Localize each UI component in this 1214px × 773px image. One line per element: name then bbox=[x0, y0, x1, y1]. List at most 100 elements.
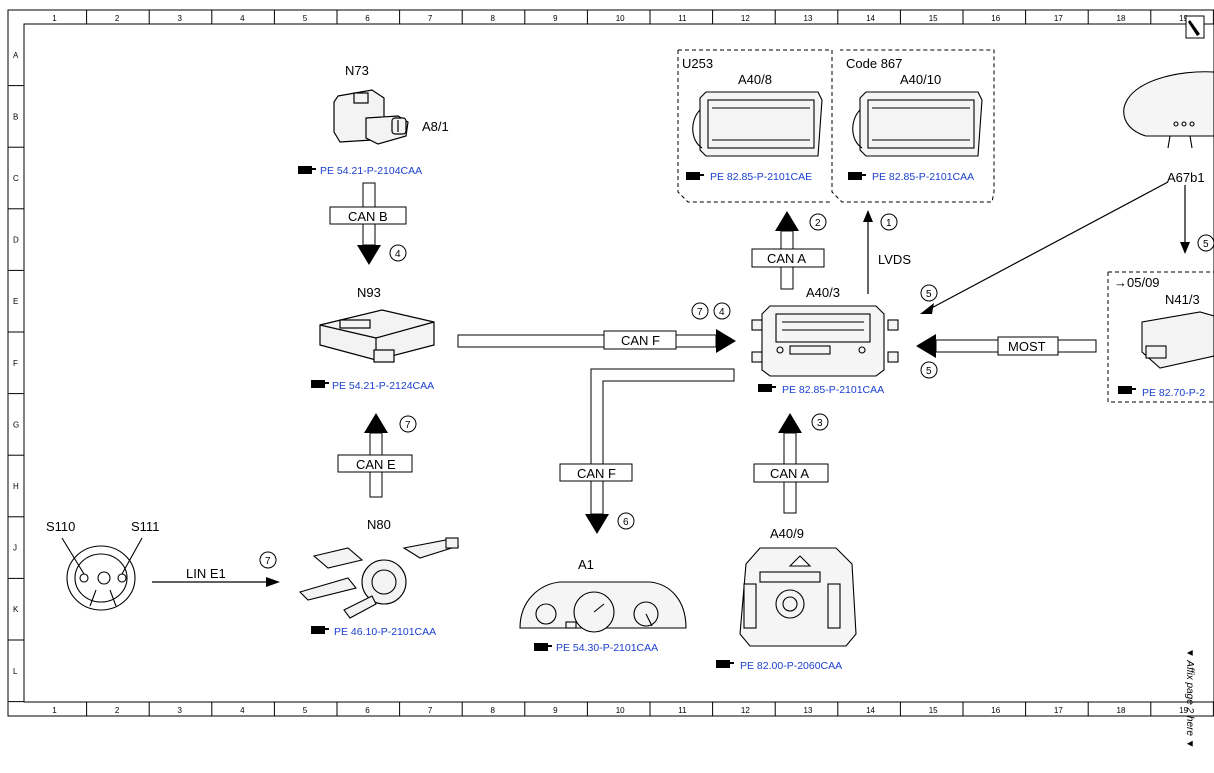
svg-text:PE 82.85-P-2101CAE: PE 82.85-P-2101CAE bbox=[710, 171, 812, 183]
grid-row-label: C bbox=[13, 174, 19, 183]
can-b-label: CAN B bbox=[348, 209, 388, 224]
n93-label: N93 bbox=[357, 285, 381, 300]
grid-column-label: 2 bbox=[115, 14, 120, 23]
grid-row-label: F bbox=[13, 359, 18, 368]
lin-label: LIN E1 bbox=[186, 566, 226, 581]
svg-text:PE 46.10-P-2101CAA: PE 46.10-P-2101CAA bbox=[334, 626, 436, 638]
lvds-label: LVDS bbox=[878, 252, 911, 267]
a4010-ref-link[interactable]: PE 82.85-P-2101CAA bbox=[848, 171, 974, 183]
grid-frame bbox=[7, 9, 1214, 717]
can-a-top-link: CAN A 2 bbox=[751, 211, 827, 290]
svg-text:6: 6 bbox=[623, 517, 629, 528]
n93-module[interactable]: N93 PE 54.21-P-2124CAA bbox=[311, 285, 435, 392]
grid-column-label: 15 bbox=[929, 14, 938, 23]
steering-wheel-buttons[interactable]: S110 S111 bbox=[46, 519, 159, 611]
pencil-icon bbox=[1185, 15, 1205, 39]
a408-display[interactable]: A40/8 PE 82.85-P-2101CAE bbox=[686, 72, 823, 183]
grid-column-label: 8 bbox=[491, 14, 496, 23]
svg-text:3: 3 bbox=[817, 418, 823, 429]
a409-ref-link[interactable]: PE 82.00-P-2060CAA bbox=[716, 660, 842, 672]
grid-row-label: H bbox=[13, 482, 19, 491]
svg-text:4: 4 bbox=[719, 307, 725, 318]
grid-column-label: 5 bbox=[303, 14, 308, 23]
grid-column-label: 7 bbox=[428, 706, 433, 715]
a403-head-unit[interactable]: A40/3 PE 82.85-P-2101CAA bbox=[751, 285, 899, 396]
can-e-label: CAN E bbox=[356, 457, 396, 472]
n80-drawing bbox=[298, 537, 460, 619]
svg-text:5: 5 bbox=[926, 289, 932, 300]
a67b1-link: 5 5 bbox=[920, 181, 1214, 314]
pointing-hand-icon bbox=[848, 172, 866, 180]
a403-drawing bbox=[751, 305, 899, 377]
pointing-hand-icon bbox=[686, 172, 704, 180]
grid-column-label: 9 bbox=[553, 14, 558, 23]
n73-label: N73 bbox=[345, 63, 369, 78]
n413-drawing bbox=[1141, 311, 1214, 369]
n80-ref-link[interactable]: PE 46.10-P-2101CAA bbox=[311, 626, 436, 638]
grid-column-label: 4 bbox=[240, 14, 245, 23]
svg-text:PE 82.85-P-2101CAA: PE 82.85-P-2101CAA bbox=[782, 384, 884, 396]
n413-ref-link[interactable]: PE 82.70-P-2 bbox=[1118, 386, 1205, 399]
grid-column-label: 1 bbox=[52, 14, 57, 23]
grid-row-label: D bbox=[13, 236, 19, 245]
n73-ignition-switch[interactable]: N73 A8/1 PE 54.21-P-2104CAA bbox=[298, 63, 449, 177]
can-f-top-link: CAN F 7 4 bbox=[457, 302, 736, 353]
grid-column-label: 16 bbox=[991, 706, 1000, 715]
can-f-down-link: CAN F 6 bbox=[559, 368, 735, 534]
grid-column-label: 15 bbox=[929, 706, 938, 715]
grid-row-label: K bbox=[13, 605, 19, 614]
grid-row-label: L bbox=[13, 667, 18, 676]
grid-column-label: 5 bbox=[303, 706, 308, 715]
svg-text:PE 82.85-P-2101CAA: PE 82.85-P-2101CAA bbox=[872, 171, 974, 183]
grid-column-label: 3 bbox=[178, 706, 183, 715]
a1-instrument-cluster[interactable]: A1 PE 54.30-P-2101CAA bbox=[519, 557, 687, 654]
grid-column-label: 10 bbox=[616, 706, 625, 715]
grid-row-label: A bbox=[13, 51, 19, 60]
n413-group-label: →05/09 bbox=[1114, 275, 1160, 290]
grid-column-label: 13 bbox=[804, 706, 813, 715]
grid-row-label: J bbox=[13, 544, 17, 553]
affix-page-note: ▼ Affix page 2 here ▼ bbox=[1184, 648, 1195, 749]
a4010-display[interactable]: A40/10 PE 82.85-P-2101CAA bbox=[848, 72, 983, 183]
most-label: MOST bbox=[1008, 339, 1046, 354]
a409-label: A40/9 bbox=[770, 526, 804, 541]
n93-ref-link[interactable]: PE 54.21-P-2124CAA bbox=[311, 380, 434, 392]
can-a-top-label: CAN A bbox=[767, 251, 806, 266]
grid-row-label: B bbox=[13, 112, 18, 121]
a409-control-panel[interactable]: A40/9 PE 82.00-P-2060CAA bbox=[716, 526, 857, 672]
a4010-drawing bbox=[852, 91, 983, 157]
grid-column-label: 10 bbox=[616, 14, 625, 23]
grid-column-label: 6 bbox=[365, 14, 370, 23]
a408-ref-link[interactable]: PE 82.85-P-2101CAE bbox=[686, 171, 812, 183]
a1-ref-link[interactable]: PE 54.30-P-2101CAA bbox=[534, 642, 658, 654]
a67b1-drawing bbox=[1123, 71, 1214, 149]
can-a-bottom-link: CAN A 3 bbox=[753, 413, 829, 514]
pointing-hand-icon bbox=[311, 380, 329, 388]
svg-text:5: 5 bbox=[926, 366, 932, 377]
svg-text:7: 7 bbox=[405, 420, 411, 431]
n73-ref-link[interactable]: PE 54.21-P-2104CAA bbox=[298, 165, 422, 177]
a403-ref-link[interactable]: PE 82.85-P-2101CAA bbox=[758, 384, 884, 396]
grid-column-label: 2 bbox=[115, 706, 120, 715]
svg-text:PE 54.21-P-2104CAA: PE 54.21-P-2104CAA bbox=[320, 165, 422, 177]
u253-label: U253 bbox=[682, 56, 713, 71]
lvds-link: LVDS 1 bbox=[863, 210, 911, 294]
n413-amplifier[interactable]: →05/09 N41/3 PE 82.70-P-2 bbox=[1107, 271, 1214, 403]
grid-labels: 1122334455667788991010111112121313141415… bbox=[13, 14, 1189, 715]
s111-label: S111 bbox=[131, 519, 159, 534]
svg-text:2: 2 bbox=[815, 218, 821, 229]
grid-column-label: 17 bbox=[1054, 14, 1063, 23]
a67b1-sensor[interactable]: A67b1 bbox=[1123, 71, 1214, 185]
n80-column-module[interactable]: N80 PE 46.10-P-2101CAA bbox=[298, 517, 460, 638]
can-f-down-label: CAN F bbox=[577, 466, 616, 481]
grid-column-label: 8 bbox=[491, 706, 496, 715]
grid-column-label: 3 bbox=[178, 14, 183, 23]
grid-column-label: 11 bbox=[678, 706, 687, 715]
grid-ticks bbox=[8, 10, 1214, 716]
a67b1-label: A67b1 bbox=[1167, 170, 1205, 185]
grid-row-label: E bbox=[13, 297, 18, 306]
svg-text:PE 82.00-P-2060CAA: PE 82.00-P-2060CAA bbox=[740, 660, 842, 672]
grid-column-label: 12 bbox=[741, 14, 750, 23]
grid-column-label: 19 bbox=[1179, 706, 1188, 715]
